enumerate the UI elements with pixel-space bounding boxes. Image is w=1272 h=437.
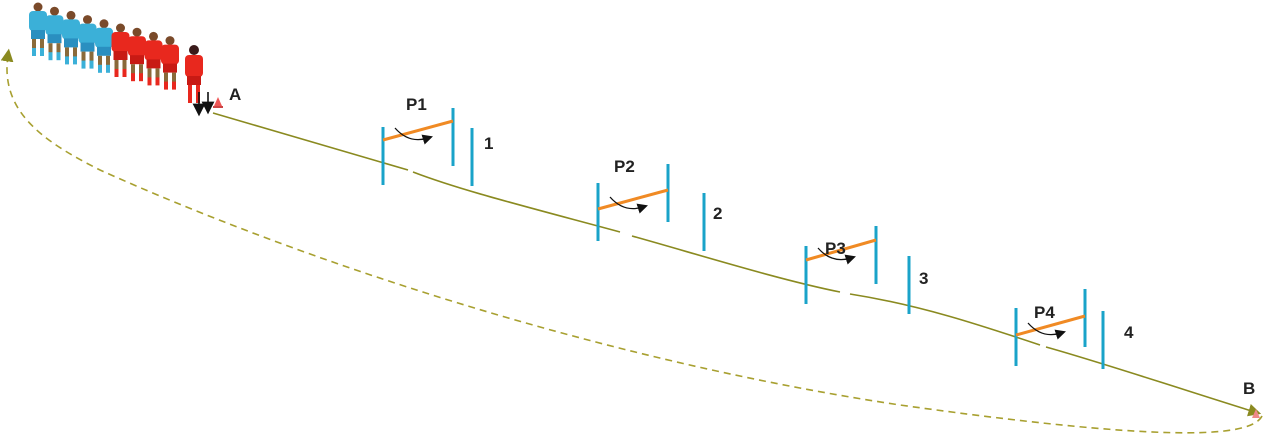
gate-bar [382, 119, 454, 142]
post-number: 1 [484, 134, 493, 153]
blue-player [62, 10, 80, 65]
active-player [185, 45, 203, 103]
gate-p3: P3 3 [804, 226, 928, 314]
rotation-arrow-icon [817, 247, 856, 265]
gate-p1: P1 1 [381, 95, 493, 186]
rotation-arrow-icon [394, 127, 433, 145]
post-number: 4 [1124, 323, 1134, 342]
end-label-b: B [1243, 379, 1255, 398]
gate-label: P4 [1034, 303, 1055, 322]
blue-player [78, 15, 97, 69]
gate-label: P3 [825, 239, 846, 258]
cone-icon [213, 97, 223, 108]
gate-p2: P2 2 [596, 157, 722, 251]
gate-label: P2 [614, 157, 635, 176]
gate-bar [597, 188, 669, 211]
blue-player [95, 19, 113, 73]
player-queue [29, 2, 215, 117]
cone-icon [1252, 409, 1260, 418]
rotation-arrow-icon [1027, 322, 1066, 340]
post-number: 2 [713, 204, 722, 223]
red-player [161, 36, 179, 90]
blue-player [45, 6, 64, 61]
gate-bar [805, 238, 877, 262]
blue-player [29, 2, 47, 56]
rotation-arrow-icon [609, 196, 648, 214]
red-player [128, 27, 146, 82]
post-number: 3 [919, 269, 928, 288]
gate-label: P1 [406, 95, 427, 114]
gate-p4: P4 4 [1014, 289, 1134, 369]
return-path-dashed [0, 48, 1263, 434]
start-label-a: A [229, 85, 241, 104]
dribble-path [212, 112, 1255, 412]
red-player [144, 31, 163, 86]
gates: P1 1P2 2P3 3P4 4 [381, 95, 1134, 369]
gate-bar [1015, 314, 1086, 337]
red-player [111, 23, 130, 77]
